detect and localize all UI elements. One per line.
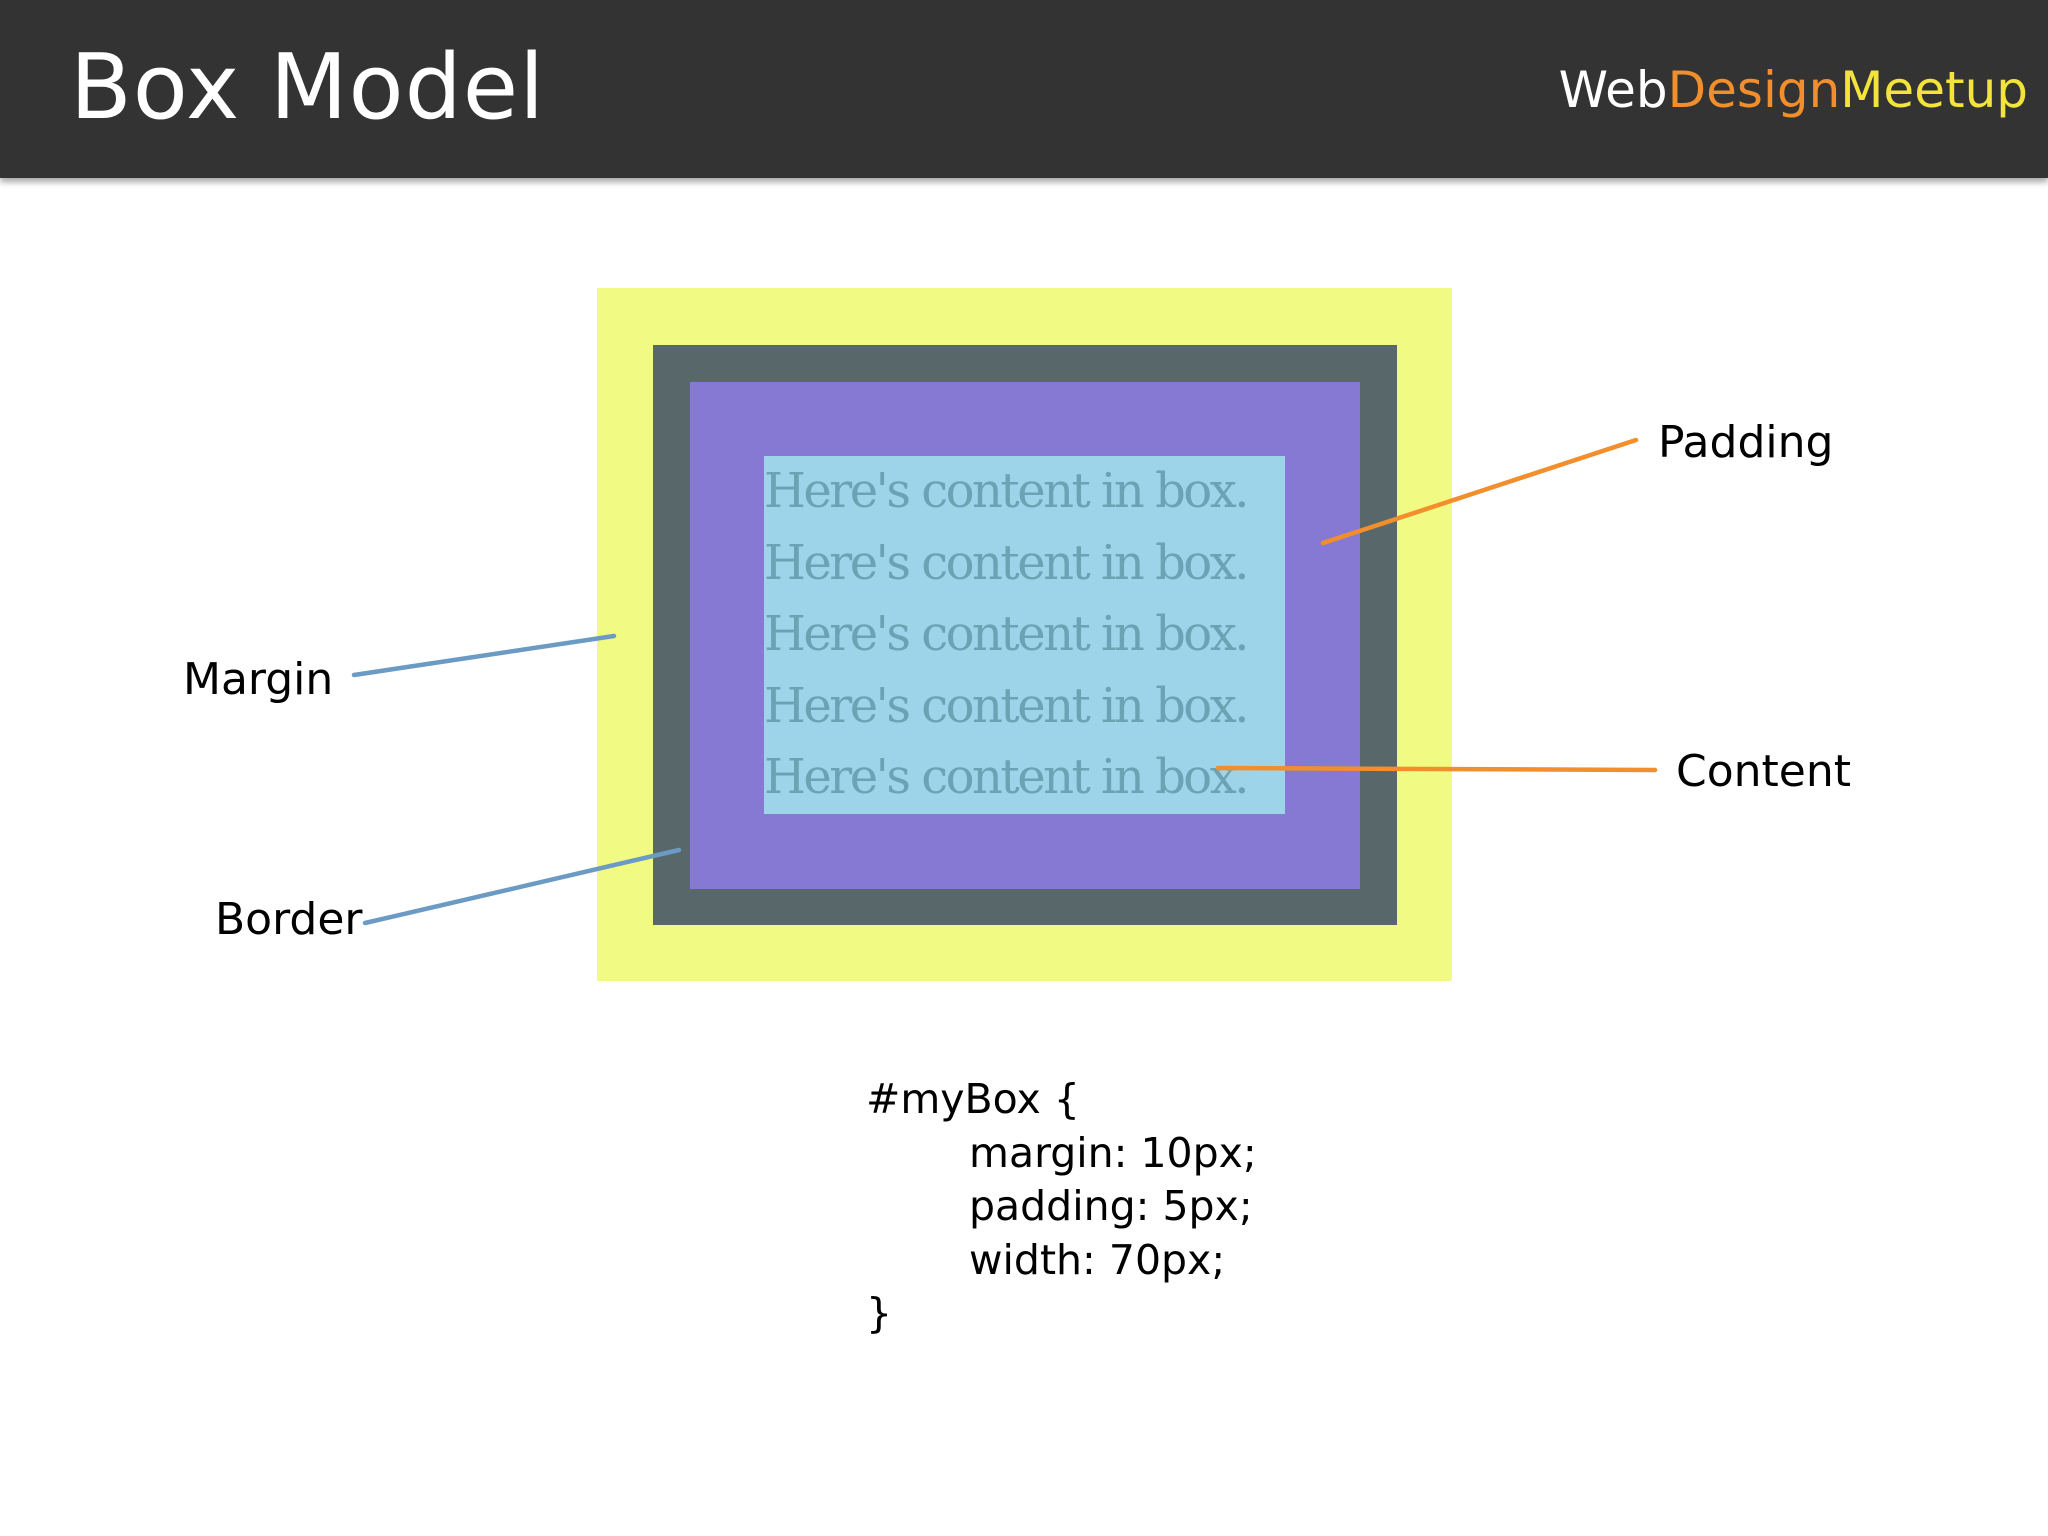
content-line: Here's content in box. [764,749,1250,805]
content-area: Here's content in box. Here's content in… [764,456,1285,814]
code-line: } [866,1289,893,1337]
slide-title: Box Model [70,35,546,140]
brand-logo: WebDesignMeetup [1559,58,2028,122]
code-line: margin: 10px; [969,1128,1257,1177]
padding-label: Padding [1658,417,1834,468]
content-line: Here's content in box. [764,463,1250,519]
content-line: Here's content in box. [764,606,1250,662]
content-line: Here's content in box. [764,534,1250,591]
code-line: padding: 5px; [969,1182,1253,1230]
margin-label: Margin [183,654,334,705]
border-label: Border [215,894,363,945]
content-line: Here's content in box. [764,677,1250,734]
code-line: #myBox { [866,1075,1080,1123]
border-pointer-line [362,847,682,926]
brand-web: Web [1558,61,1668,119]
padding-pointer-line [1320,437,1639,546]
margin-pointer-line [351,633,617,678]
brand-design: Design [1667,61,1841,119]
slide-header: Box Model WebDesignMeetup [0,0,2048,178]
css-code-block: #myBox { margin: 10px; padding: 5px; wid… [866,1073,1257,1341]
content-pointer-line [1215,765,1658,773]
brand-meetup: Meetup [1840,61,2028,119]
code-line: width: 70px; [969,1235,1226,1284]
content-label: Content [1676,746,1851,797]
